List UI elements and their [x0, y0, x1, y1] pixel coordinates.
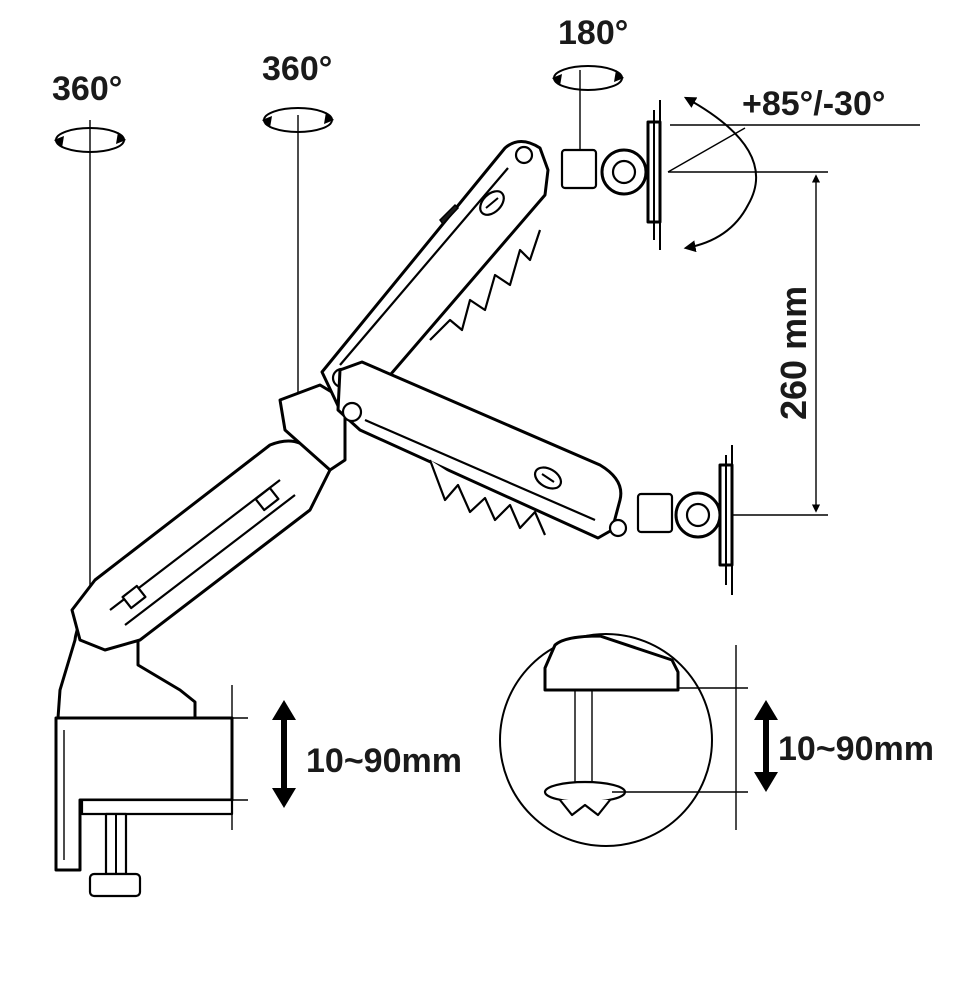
pivot-bolt [341, 401, 363, 423]
double-headed-arrow-icon [272, 700, 296, 808]
upper-vesa-head [560, 100, 662, 250]
rotation-arrow-icon [552, 65, 624, 91]
pivot-bolt [608, 518, 628, 538]
head-swivel-label: 180° [558, 14, 628, 52]
base-rotation-label: 360° [52, 70, 122, 108]
height-travel-label: 260 mm [773, 286, 814, 420]
desk-clamp [54, 606, 234, 898]
upper-arm-b [336, 360, 623, 540]
brand-logo-icon [533, 466, 563, 490]
cable-clip [121, 584, 147, 610]
gas-spring-a [429, 229, 542, 341]
rotation-arrow-icon [54, 127, 126, 153]
tilt-angle-line [667, 127, 746, 173]
cable-clip [254, 486, 280, 512]
elbow-hub [278, 383, 347, 472]
clamp-range-label: 10~90mm [306, 742, 462, 780]
double-headed-arrow-icon [754, 700, 778, 792]
tilt-range-label: +85°/-30° [742, 85, 885, 123]
rotation-arrow-icon [262, 107, 334, 133]
grommet-range-label: 10~90mm [778, 730, 934, 768]
gas-spring-b [428, 459, 547, 536]
arm-slot [439, 203, 460, 226]
tilt-arc-icon [683, 96, 758, 253]
brand-logo-icon [479, 190, 505, 216]
arm-rotation-label: 360° [262, 50, 332, 88]
lower-arm [70, 439, 332, 652]
upper-arm-b-groove [364, 418, 596, 522]
pivot-bolt [514, 145, 534, 165]
grommet-mount-inset [499, 633, 713, 847]
upper-arm-a-groove [339, 167, 509, 366]
lower-arm-groove [124, 494, 296, 626]
lower-vesa-head [636, 445, 734, 595]
